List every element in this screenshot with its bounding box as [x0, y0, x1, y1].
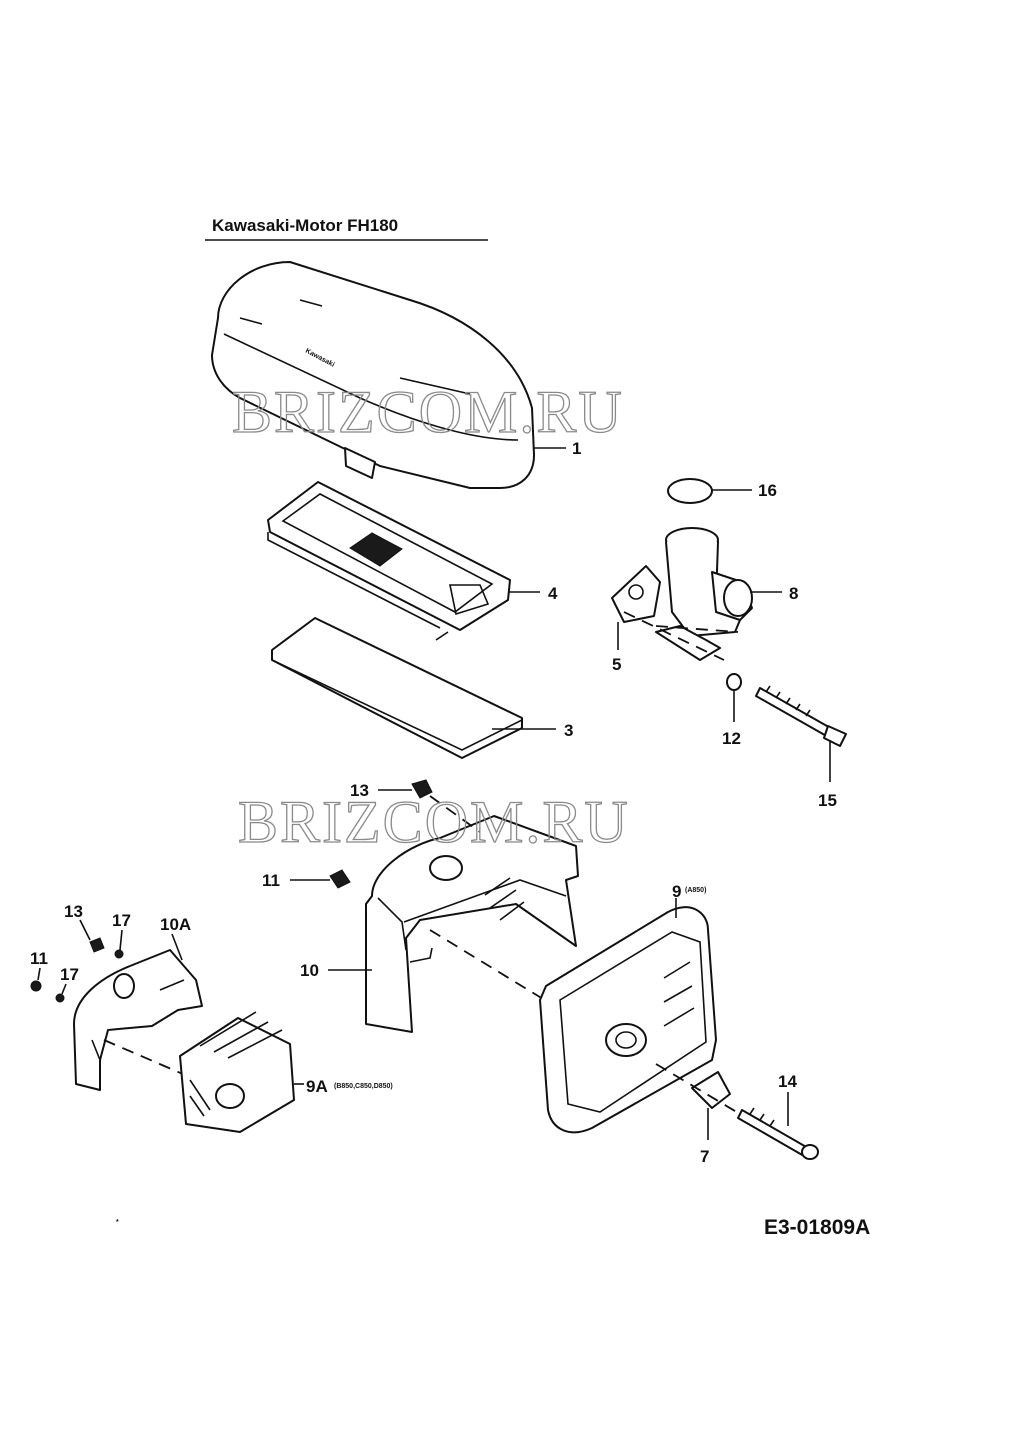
- callout-8: 8: [789, 584, 798, 603]
- callout-17-b: 17: [60, 965, 79, 984]
- filter-mesh: [349, 532, 403, 567]
- callout-15: 15: [818, 791, 837, 810]
- washer: [726, 673, 742, 691]
- assembly-line-shield: [429, 929, 549, 1003]
- exhaust-gasket: [691, 1071, 731, 1109]
- washer-17-a: [114, 949, 124, 959]
- callout-9a-note: (B850,C850,D850): [334, 1083, 393, 1090]
- callout-14: 14: [778, 1072, 797, 1091]
- assembly-line-intake: [623, 611, 739, 661]
- nut-11-small: [30, 980, 42, 992]
- callout-9: 9: [672, 882, 681, 901]
- intake-gasket: [611, 565, 661, 623]
- callout-9a: 9A: [306, 1077, 328, 1096]
- watermark-top: BRIZCOM.RU: [232, 379, 624, 445]
- callout-3: 3: [564, 721, 573, 740]
- assembly-line-exhaust: [655, 1063, 741, 1115]
- washer-17-b: [55, 993, 65, 1003]
- muffler: [539, 906, 717, 1134]
- bolt-muffler: [737, 1107, 819, 1160]
- callout-10a: 10A: [160, 915, 191, 934]
- gasket-hole: [628, 584, 644, 600]
- callout-13-top: 13: [350, 781, 369, 800]
- nut-11-top: [329, 869, 351, 889]
- assembly-line-nut: [429, 795, 481, 833]
- diagram-title: Kawasaki-Motor FH180: [212, 216, 398, 235]
- nut-13-top: [411, 779, 433, 799]
- callout-16: 16: [758, 481, 777, 500]
- air-cleaner-cover: Kawasaki: [211, 261, 535, 489]
- drawing-code: E3-01809A: [764, 1216, 870, 1239]
- air-filter-element: [267, 481, 511, 641]
- stray-mark: *: [116, 1219, 119, 1226]
- callout-17-a: 17: [112, 911, 131, 930]
- callout-7: 7: [700, 1147, 709, 1166]
- o-ring: [667, 478, 713, 504]
- callout-11-small: 11: [30, 949, 48, 968]
- callout-10: 10: [300, 961, 319, 980]
- pre-filter-sheet: [271, 617, 523, 759]
- callout-1: 1: [572, 439, 581, 458]
- watermark-middle: BRIZCOM.RU: [238, 789, 630, 855]
- muffler-heat-shield: [365, 815, 579, 1033]
- callout-11-top: 11: [262, 871, 280, 890]
- bolt-long: [755, 685, 847, 747]
- callout-4: 4: [548, 584, 558, 603]
- callout-5: 5: [612, 655, 621, 674]
- callout-13-small: 13: [64, 902, 83, 921]
- nut-13-small: [89, 937, 105, 953]
- muffler-small: [179, 1011, 295, 1133]
- leader-lines: [37, 447, 831, 1140]
- callout-9-note: (A850): [685, 887, 706, 894]
- callout-12: 12: [722, 729, 741, 748]
- intake-elbow: [655, 527, 753, 661]
